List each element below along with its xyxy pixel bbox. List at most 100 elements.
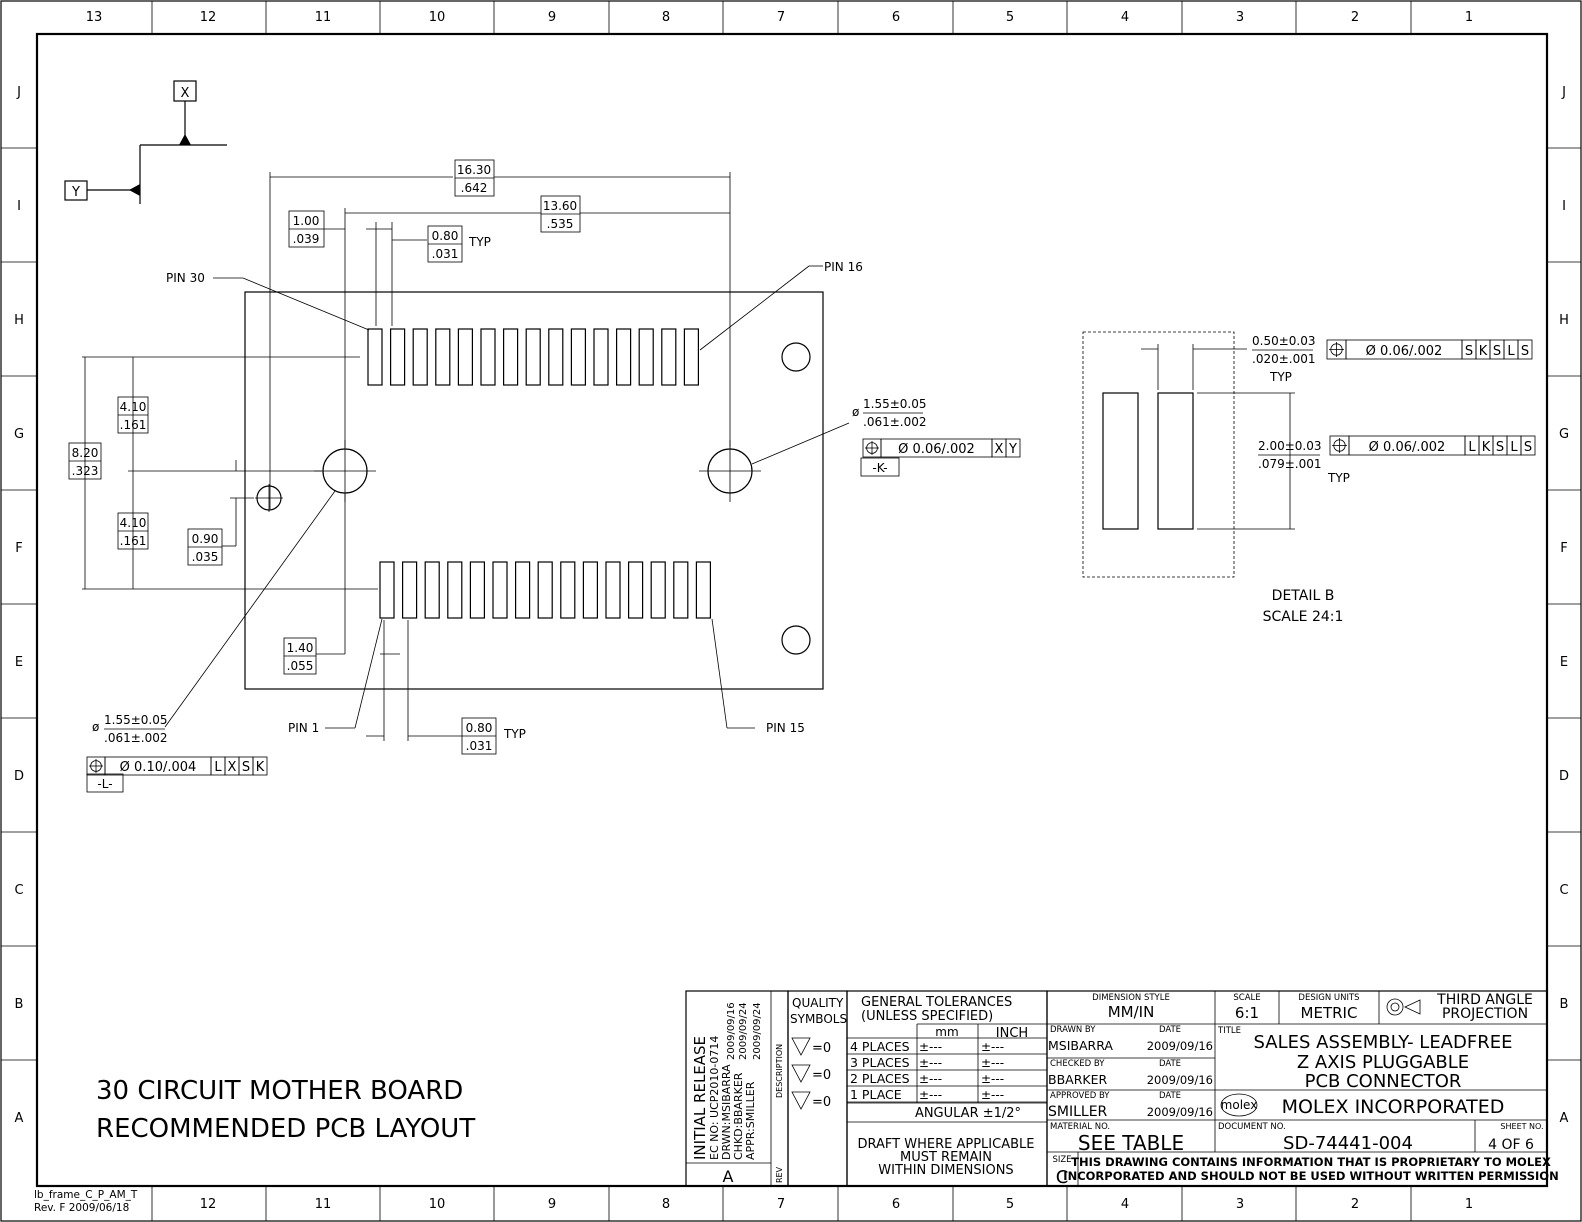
pad [412, 328, 428, 386]
svg-text:.061±.002: .061±.002 [863, 415, 927, 429]
svg-text:2009/09/16: 2009/09/16 [1147, 1073, 1213, 1087]
dim-0-90: 0.90 .035 [187, 528, 223, 566]
column-label-bottom: 11 [315, 1197, 332, 1212]
row-label-left: H [14, 313, 24, 328]
fcf-cell: Ø 0.10/.004 [120, 760, 197, 775]
title-block: QUALITY SYMBOLS =0=0=0 GENERAL TOLERANCE… [787, 990, 1559, 1188]
fcf-cell: L [1507, 344, 1515, 359]
svg-text:INCH: INCH [996, 1026, 1028, 1041]
svg-text:SYMBOLS: SYMBOLS [790, 1012, 847, 1026]
svg-text:TYP: TYP [503, 727, 526, 741]
fcf-cell: X [228, 760, 237, 775]
pad [548, 328, 564, 386]
frame-id: lb_frame_C_P_AM_T [34, 1189, 138, 1201]
row-label-right: B [1560, 997, 1569, 1012]
svg-text:.031: .031 [466, 739, 493, 753]
svg-text:.323: .323 [72, 464, 99, 478]
svg-text:.039: .039 [293, 232, 320, 246]
svg-text:.161: .161 [120, 418, 147, 432]
svg-text:THIRD ANGLE: THIRD ANGLE [1436, 992, 1533, 1008]
dim-1-00: 1.00 .039 [288, 210, 325, 248]
pad [661, 328, 677, 386]
fcf-cell: K [1479, 344, 1488, 359]
sheet-no: 4 OF 6 [1488, 1137, 1534, 1153]
svg-text:1.40: 1.40 [287, 641, 314, 655]
svg-text:1.55±0.05: 1.55±0.05 [863, 397, 927, 411]
quality-symbol-icon [791, 1064, 811, 1083]
tol-row-label: 4 PLACES [850, 1039, 910, 1054]
column-label-top: 7 [777, 10, 785, 25]
pad [447, 561, 463, 619]
column-label-bottom: 2 [1351, 1197, 1359, 1212]
bottom-pad-row [379, 561, 712, 619]
fcf-cell: S [1524, 440, 1532, 455]
svg-text:8.20: 8.20 [72, 446, 99, 460]
datum-y-label: Y [71, 185, 80, 200]
column-label-top: 1 [1465, 10, 1473, 25]
detail-title: DETAIL B [1272, 588, 1335, 604]
svg-text:2009/09/24: 2009/09/24 [752, 1002, 763, 1060]
svg-text:APPR:SMILLER: APPR:SMILLER [744, 1081, 757, 1160]
dim-16-30: 16.30 .642 [454, 159, 495, 197]
pad [560, 561, 576, 619]
row-label-left: J [16, 85, 21, 100]
pad [379, 561, 395, 619]
pad [593, 328, 609, 386]
quality-eq: =0 [812, 1041, 831, 1056]
svg-text:DRAFT WHERE APPLICABLE: DRAFT WHERE APPLICABLE [858, 1137, 1035, 1152]
row-label-left: D [14, 769, 24, 784]
pin-16-label: PIN 16 [824, 260, 863, 274]
fcf-cell: S [1465, 344, 1473, 359]
svg-text:DESIGN UNITS: DESIGN UNITS [1298, 993, 1359, 1003]
svg-text:0.80: 0.80 [432, 229, 459, 243]
mounting-hole-tr [781, 342, 811, 372]
pad [514, 561, 531, 619]
tol-row-mm: ±--- [919, 1056, 942, 1070]
pad [650, 561, 666, 619]
fcf-cell: K [1482, 440, 1491, 455]
tol-row-inch: ±--- [981, 1088, 1004, 1102]
svg-text:4.10: 4.10 [120, 400, 147, 414]
row-label-left: B [15, 997, 24, 1012]
column-label-bottom: 10 [429, 1197, 446, 1212]
svg-text:TYP: TYP [1327, 471, 1350, 485]
svg-text:13.60: 13.60 [543, 199, 577, 213]
fcf-cell: S [1521, 344, 1529, 359]
tol-row-mm: ±--- [919, 1088, 942, 1102]
svg-text:DRWN:MSIBARRA: DRWN:MSIBARRA [720, 1064, 733, 1160]
detail-b: 0.50±0.03 .020±.001 TYP 2.00±0.03 .079±.… [1082, 331, 1536, 625]
svg-text:2009/09/16: 2009/09/16 [726, 1002, 737, 1060]
row-label-left: F [15, 541, 22, 556]
pad [673, 561, 689, 619]
tol-row-inch: ±--- [981, 1040, 1004, 1054]
column-label-bottom: 6 [892, 1197, 900, 1212]
dim-8-20: 8.20 .323 [68, 442, 102, 480]
tol-row-mm: ±--- [919, 1040, 942, 1054]
fcf-cell: S [242, 760, 250, 775]
fcf-cell: S [1496, 440, 1504, 455]
svg-text:MSIBARRA: MSIBARRA [1048, 1038, 1113, 1053]
fcf-cell: K [256, 760, 265, 775]
row-label-right: E [1560, 655, 1568, 670]
third-angle-projection-icon [1386, 998, 1421, 1016]
fcf-cell: Y [1008, 442, 1017, 457]
dim-13-60: 13.60 .535 [540, 195, 581, 233]
svg-text:16.30: 16.30 [457, 163, 491, 177]
column-label-bottom: 8 [662, 1197, 670, 1212]
svg-text:.061±.002: .061±.002 [104, 731, 168, 745]
svg-text:.161: .161 [120, 534, 147, 548]
svg-text:.535: .535 [547, 217, 574, 231]
pad [537, 561, 553, 619]
row-label-left: C [14, 883, 23, 898]
row-label-right: H [1559, 313, 1569, 328]
svg-text:EC NO: UCP2010-0714: EC NO: UCP2010-0714 [708, 1036, 721, 1160]
mounting-hole-br [781, 625, 811, 655]
svg-text:DATE: DATE [1159, 1025, 1181, 1035]
dim-1-40: 1.40 .055 [283, 637, 317, 675]
dimension-lines [82, 172, 850, 741]
detail-scale: SCALE 24:1 [1263, 609, 1344, 625]
svg-text:SHEET NO.: SHEET NO. [1500, 1122, 1543, 1131]
svg-text:MATERIAL NO.: MATERIAL NO. [1050, 1122, 1110, 1132]
